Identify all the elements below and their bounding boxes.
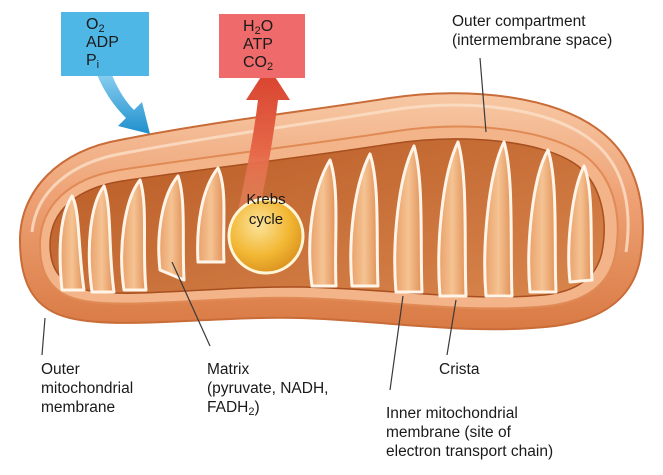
outer-compartment-line1: Outer compartment: [452, 12, 612, 31]
input-o2: O2: [86, 16, 119, 34]
inner-membrane-line2: membrane (site of: [386, 423, 553, 442]
output-h2o: H2O: [243, 18, 273, 36]
inner-membrane-label: Inner mitochondrial membrane (site of el…: [386, 404, 553, 461]
output-atp: ATP: [243, 36, 273, 54]
output-co2: CO2: [243, 54, 273, 72]
matrix-line1: Matrix: [207, 360, 328, 379]
matrix-line3: FADH2): [207, 398, 328, 417]
matrix-line2: (pyruvate, NADH,: [207, 379, 328, 398]
input-pi-symbol: P: [86, 52, 97, 69]
inner-membrane-line3: electron transport chain): [386, 442, 553, 461]
inner-membrane-line1: Inner mitochondrial: [386, 404, 553, 423]
outer-membrane-line1: Outer: [41, 360, 133, 379]
outer-membrane-line3: membrane: [41, 398, 133, 417]
matrix-label: Matrix (pyruvate, NADH, FADH2): [207, 360, 328, 417]
krebs-cycle-label: Krebs cycle: [229, 190, 303, 230]
matrix-close-paren: ): [254, 399, 259, 416]
outputs-box-text: H2O ATP CO2: [243, 18, 273, 72]
output-h2o-o: O: [261, 18, 273, 35]
output-h2o-h: H: [243, 18, 255, 35]
crista-label: Crista: [439, 360, 479, 379]
krebs-label-line2: cycle: [229, 210, 303, 230]
inputs-box-text: O2 ADP Pi: [86, 16, 119, 70]
output-co2-symbol: CO: [243, 54, 267, 71]
outer-compartment-line2: (intermembrane space): [452, 31, 612, 50]
outer-membrane-line2: mitochondrial: [41, 379, 133, 398]
input-pi: Pi: [86, 52, 119, 70]
outer-compartment-label: Outer compartment (intermembrane space): [452, 12, 612, 50]
input-arrow: [96, 70, 150, 134]
output-co2-subscript: 2: [267, 61, 273, 73]
input-o2-symbol: O: [86, 16, 98, 33]
matrix-fadh: FADH: [207, 399, 248, 416]
input-pi-subscript: i: [97, 59, 99, 71]
outer-membrane-label: Outer mitochondrial membrane: [41, 360, 133, 417]
leader-outer-membrane: [42, 318, 45, 355]
crista-line1: Crista: [439, 360, 479, 379]
krebs-label-line1: Krebs: [229, 190, 303, 210]
input-adp: ADP: [86, 34, 119, 52]
